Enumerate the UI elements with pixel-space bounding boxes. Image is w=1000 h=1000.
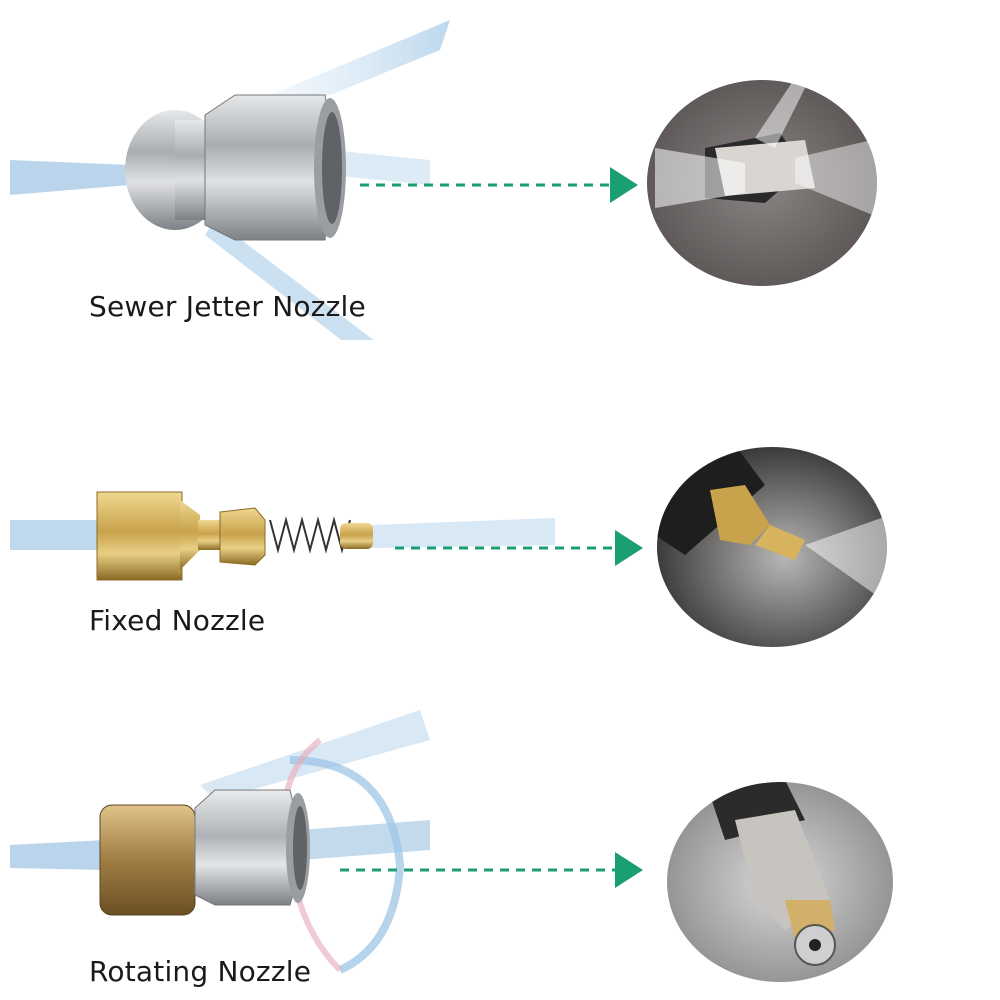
sewer-jetter-nozzle-illustration [10,20,450,340]
arrow-right-icon [395,530,643,566]
nozzle-row-fixed: Fixed Nozzle [0,420,1000,660]
nozzle-label: Sewer Jetter Nozzle [89,290,366,323]
spray-stream-icon [10,840,105,870]
fixed-nozzle-photo [657,447,887,647]
rotating-nozzle-illustration [10,710,430,974]
spray-stream-icon [200,710,430,800]
nozzle-label: Rotating Nozzle [89,955,312,988]
spray-stream-icon [330,150,430,185]
nozzle-row-sewer-jetter: Sewer Jetter Nozzle [0,0,1000,340]
spray-stream-icon [10,160,130,195]
sewer-jetter-nozzle-photo [647,80,877,286]
spray-stream-icon [10,520,100,550]
arrow-right-icon [360,167,638,203]
nozzle-row-rotating: Rotating Nozzle [0,700,1000,1000]
rotating-nozzle-photo [667,782,893,982]
arrow-right-icon [340,852,643,888]
nozzle-label: Fixed Nozzle [89,604,266,637]
fixed-nozzle-illustration [10,491,555,581]
spray-stream-icon [370,518,555,548]
spray-stream-icon [205,220,374,340]
